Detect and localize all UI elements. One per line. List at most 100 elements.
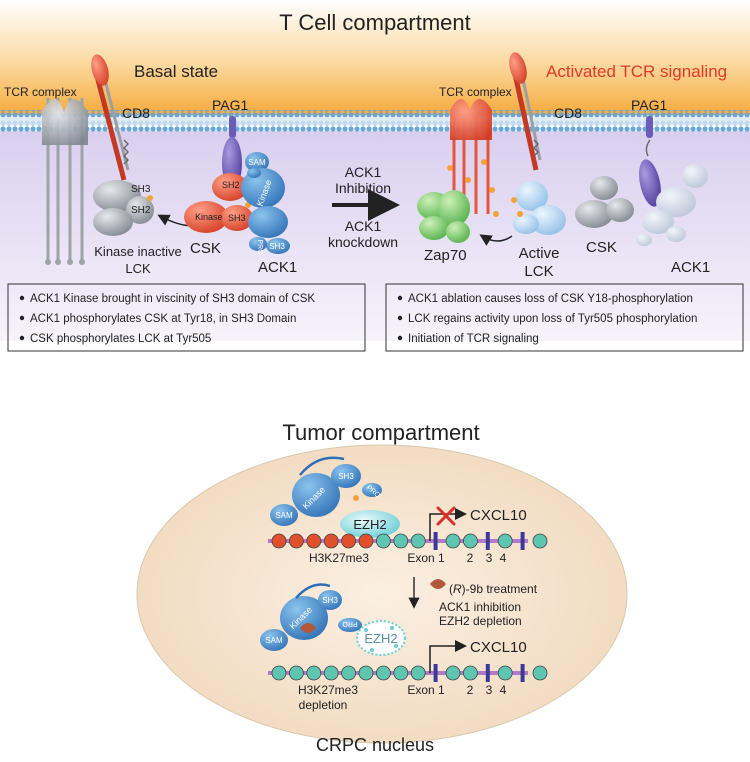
ezh2-top xyxy=(340,510,400,538)
lck-inactive-label-1: Kinase inactive xyxy=(94,244,181,259)
nucleosome xyxy=(393,665,409,681)
tcr-complex-basal xyxy=(42,98,88,265)
activated-summary-box: ACK1 ablation causes loss of CSK Y18-pho… xyxy=(385,283,744,352)
nucleosome xyxy=(375,665,391,681)
lck-sh3-label: SH3 xyxy=(131,184,151,195)
ezh2-top-label: EZH2 xyxy=(353,517,386,532)
pag1-activated xyxy=(639,116,661,207)
basal-state-label: Basal state xyxy=(134,62,218,81)
cxcl10-top-label: CXCL10 xyxy=(470,507,527,524)
nucleosome xyxy=(445,533,461,549)
cell-membrane xyxy=(0,110,750,132)
transition-line3: ACK1 xyxy=(345,218,382,234)
nucleosome xyxy=(532,665,548,681)
ack1-sam-label: SAM xyxy=(248,158,266,167)
ack1-sh3-label: SH3 xyxy=(269,242,285,251)
activated-bullet-3: Initiation of TCR signaling xyxy=(408,333,539,345)
cxcl10-promoter-top xyxy=(429,506,467,541)
h3k27me3-bottom-label-1: H3K27me3 xyxy=(298,683,358,697)
exon4-top-label: 4 xyxy=(500,551,507,565)
csk-kinase-label: Kinase xyxy=(195,212,223,222)
lck-sh2-label: SH2 xyxy=(131,205,151,216)
basal-summary-box: ACK1 Kinase brought in viscinity of SH3 … xyxy=(7,283,366,352)
nucleosome xyxy=(288,665,304,681)
tcell-compartment: T Cell compartment Basal state TCR compl… xyxy=(0,0,750,352)
csk-basal xyxy=(184,173,253,233)
lck-active xyxy=(511,181,566,235)
nucleosome xyxy=(306,665,322,681)
activated-bullet-1: ACK1 ablation causes loss of CSK Y18-pho… xyxy=(408,293,693,305)
nucleosome xyxy=(410,665,426,681)
exon-marker xyxy=(485,532,490,550)
nucleosome xyxy=(497,665,513,681)
ack1-complex-bottom xyxy=(260,583,362,651)
nucleosome xyxy=(271,665,287,681)
tumor-compartment: Tumor compartment SAM Kinase SH3 PRO EZH… xyxy=(136,420,628,755)
nucleosomes-top xyxy=(271,532,548,550)
nucleosomes-bottom xyxy=(271,664,548,682)
basal-bullet-1: ACK1 Kinase brought in viscinity of SH3 … xyxy=(30,293,315,305)
cd8-basal xyxy=(91,54,130,181)
nucleosome xyxy=(462,665,478,681)
ack1-complex-top xyxy=(270,456,382,526)
treatment-line2: ACK1 inhibition xyxy=(439,600,521,614)
treatment-line1: (R)-9b treatment xyxy=(449,582,538,596)
csk-sh2-label: SH2 xyxy=(222,180,240,190)
exon1-top-label: Exon 1 xyxy=(407,551,445,565)
lck-inactive-label-2: LCK xyxy=(125,261,151,276)
cd8-activated-label: CD8 xyxy=(554,105,582,121)
transition-line2: Inhibition xyxy=(335,180,391,196)
nucleosome xyxy=(288,533,304,549)
csk-basal-label: CSK xyxy=(190,240,221,257)
ack1-activated-label: ACK1 xyxy=(671,259,710,276)
top-sh3-label: SH3 xyxy=(338,472,354,481)
nucleus-label: CRPC nucleus xyxy=(316,735,434,755)
tcr-complex-activated-label: TCR complex xyxy=(439,85,512,99)
nucleosome xyxy=(532,533,548,549)
zap70-label: Zap70 xyxy=(424,247,467,264)
tcell-title: T Cell compartment xyxy=(279,10,471,35)
activated-state-label: Activated TCR signaling xyxy=(546,62,727,81)
lck-inactive xyxy=(93,180,154,236)
csk-activated xyxy=(575,176,634,228)
treatment-line3: EZH2 depletion xyxy=(439,614,522,628)
exon-marker xyxy=(433,664,438,682)
ack1-activated xyxy=(636,164,708,246)
top-sam-label: SAM xyxy=(275,511,293,520)
cd8-activated xyxy=(509,52,542,171)
ack1-basal xyxy=(241,152,290,254)
nucleosome xyxy=(462,533,478,549)
tcr-complex-basal-label: TCR complex xyxy=(4,85,77,99)
nucleosome xyxy=(306,533,322,549)
inhibitor-icon xyxy=(430,579,446,589)
cxcl10-bottom-label: CXCL10 xyxy=(470,639,527,656)
nucleus xyxy=(136,444,628,744)
nucleosome xyxy=(341,665,357,681)
bottom-pro-label: PRO xyxy=(342,620,358,627)
pag1-activated-label: PAG1 xyxy=(631,97,668,113)
nucleosome xyxy=(271,533,287,549)
nucleosome xyxy=(393,533,409,549)
cd8-basal-label: CD8 xyxy=(122,105,150,121)
ezh2-dispersed xyxy=(356,620,406,656)
bottom-sh3-label: SH3 xyxy=(322,596,338,605)
h3k27me3-top-label: H3K27me3 xyxy=(309,551,369,565)
transition-line1: ACK1 xyxy=(345,164,382,180)
exon2-bottom-label: 2 xyxy=(467,683,474,697)
exon3-top-label: 3 xyxy=(486,551,493,565)
exon-marker xyxy=(520,532,525,550)
exon-marker xyxy=(520,664,525,682)
nucleosome xyxy=(358,665,374,681)
basal-bullet-2: ACK1 phosphorylates CSK at Tyr18, in SH3… xyxy=(30,313,296,325)
cxcl10-promoter-bottom xyxy=(429,640,467,673)
zap70 xyxy=(417,190,470,243)
nucleosome xyxy=(375,533,391,549)
exon-marker xyxy=(433,532,438,550)
nucleosome xyxy=(323,665,339,681)
nucleosome xyxy=(497,533,513,549)
nucleosome xyxy=(445,665,461,681)
nucleosome xyxy=(323,533,339,549)
tumor-title: Tumor compartment xyxy=(282,420,479,445)
ezh2-bottom-label: EZH2 xyxy=(364,631,397,646)
